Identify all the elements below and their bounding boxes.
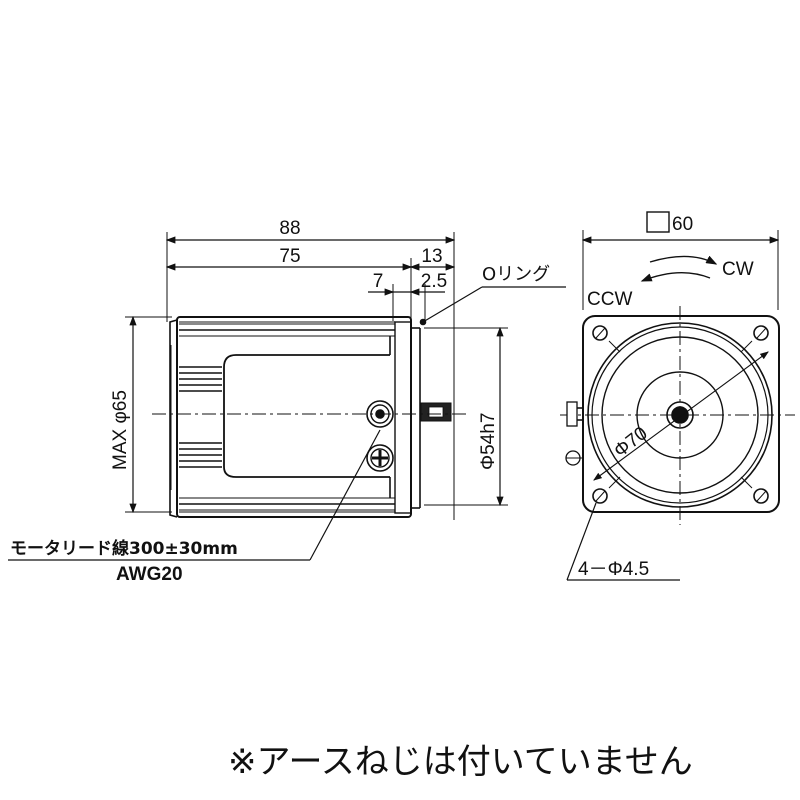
dim-flange-offset: 7: [373, 271, 384, 292]
front-view: [560, 211, 795, 581]
ccw-label: CCW: [587, 289, 632, 310]
dim-pilot-diameter: Φ54h7: [478, 413, 499, 470]
dim-overall-length: 88: [279, 218, 300, 239]
wire-gauge-label: AWG20: [116, 564, 183, 585]
dim-shaft-section: 13: [421, 246, 442, 267]
dim-shaft-step: 2.5: [421, 271, 447, 292]
footnote-no-ground-screw: ※アースねじは付いていません: [228, 742, 693, 782]
dim-square: 60: [672, 214, 693, 235]
o-ring-label: Oリング: [482, 264, 550, 285]
side-view: [8, 232, 566, 561]
cw-label: CW: [722, 259, 754, 280]
dim-mounting-holes: 4－Φ4.5: [578, 559, 649, 580]
lead-wire-label: モータリード線300±30mm: [10, 538, 238, 559]
dim-body-length: 75: [279, 246, 300, 267]
dim-max-diameter: MAX φ65: [110, 390, 131, 470]
dim-bolt-circle: Φ70: [610, 423, 652, 462]
